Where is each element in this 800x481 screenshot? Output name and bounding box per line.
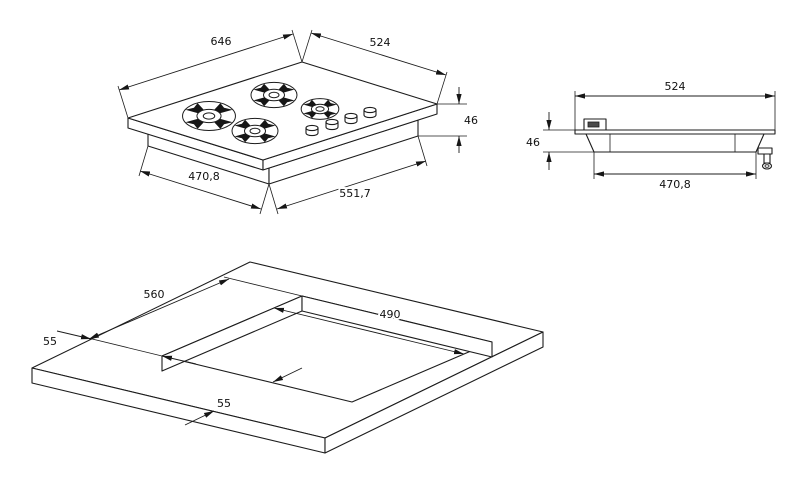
dim-label-55-side: 55 — [43, 335, 57, 348]
hob-isometric-view: 646 524 46 470,8 551,7 — [117, 29, 480, 215]
dim-cutout-depth: 490 — [273, 306, 465, 355]
dim-base-depth: 551,7 — [268, 135, 428, 215]
gas-connection — [757, 147, 773, 170]
dim-label-646: 646 — [211, 35, 232, 48]
dim-side-height: 46 — [524, 112, 594, 170]
dim-label-side-46: 46 — [526, 136, 540, 149]
dim-label-55-front: 55 — [217, 397, 231, 410]
dim-side-depth: 524 — [574, 78, 776, 130]
glass-top-profile — [574, 129, 776, 135]
dim-label-470-8: 470,8 — [188, 170, 220, 183]
dim-label-490: 490 — [380, 308, 401, 321]
dim-height: 46 — [418, 87, 480, 153]
burner-front-left — [232, 118, 278, 143]
body-profile — [585, 133, 765, 153]
dim-label-551-7: 551,7 — [339, 187, 371, 200]
dim-label-524: 524 — [370, 36, 391, 49]
control-knob — [363, 106, 377, 119]
dim-label-side-470-8: 470,8 — [659, 178, 691, 191]
dim-label-560: 560 — [144, 288, 165, 301]
dim-side-base-depth: 470,8 — [593, 152, 757, 193]
control-knob — [305, 124, 319, 137]
burner-back-left — [183, 102, 236, 131]
dim-side-clearance: 55 — [41, 330, 197, 365]
control-knob — [325, 118, 339, 131]
burner-back-right — [251, 82, 297, 107]
dim-label-side-524: 524 — [665, 80, 686, 93]
dim-total-depth: 524 — [301, 29, 448, 105]
dim-total-width: 646 — [117, 29, 303, 119]
worktop-right-face — [324, 331, 544, 454]
dim-cutout-width: 560 — [83, 276, 303, 357]
dim-label-46: 46 — [464, 114, 478, 127]
worktop-cutout-view: 560 490 55 55 — [31, 261, 544, 454]
burner-front-right — [301, 99, 339, 120]
control-box — [583, 118, 607, 131]
control-knob — [344, 112, 358, 125]
dim-front-clearance: 55 — [184, 367, 303, 426]
dim-base-width: 470,8 — [138, 145, 270, 215]
hob-side-view: 524 46 470,8 — [524, 78, 776, 193]
